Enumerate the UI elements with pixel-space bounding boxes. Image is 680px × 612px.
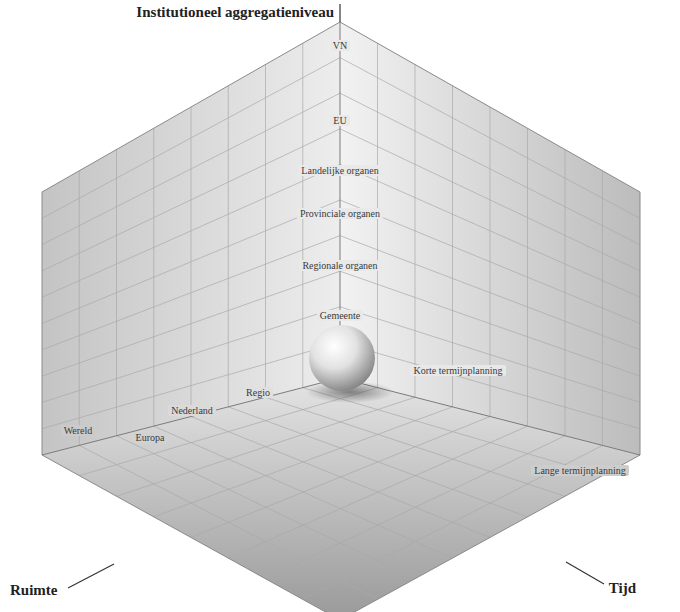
left-wall	[42, 22, 340, 455]
grid-line	[42, 236, 340, 350]
axis-stub	[566, 562, 604, 584]
grid-line	[340, 93, 640, 244]
grid-line	[191, 417, 490, 538]
tick-label: Nederland	[168, 405, 216, 416]
grid-lines	[42, 43, 640, 599]
sphere	[309, 325, 375, 391]
tick-label: Gemeente	[317, 310, 364, 321]
space-axis	[42, 378, 340, 455]
grid-line	[340, 236, 640, 350]
grid-line	[117, 397, 416, 496]
tick-label: Korte termijnplanning	[410, 365, 505, 376]
tick-label: Europa	[133, 432, 168, 443]
grid-line	[340, 200, 640, 324]
grid-line	[154, 407, 453, 517]
grid-line	[340, 129, 640, 271]
tick-label: EU	[330, 115, 349, 126]
tick-label: Lange termijnplanning	[531, 465, 628, 476]
axis-stub	[339, 4, 340, 22]
axis-title: Ruimte	[10, 582, 58, 599]
grid-line	[42, 93, 340, 244]
grid-line	[340, 58, 640, 219]
tick-label: Provinciale organen	[297, 208, 383, 219]
grid-line	[340, 164, 640, 297]
grid-line	[191, 417, 490, 538]
grid-line	[42, 58, 340, 219]
floor	[42, 378, 640, 612]
vertical-axis	[340, 22, 341, 378]
grid-line	[42, 307, 340, 403]
tick-label: Regio	[243, 387, 273, 398]
cube-edge	[42, 22, 640, 612]
tick-label: Landelijke organen	[298, 165, 381, 176]
grid-line	[340, 271, 640, 376]
axis-title: Tijd	[609, 580, 636, 597]
axis-stub	[68, 564, 114, 588]
tick-label: Wereld	[61, 425, 96, 436]
grid-line	[266, 436, 566, 579]
grid-line	[42, 271, 340, 376]
grid-line	[42, 200, 340, 324]
axis-title: Institutioneel aggregatieniveau	[136, 4, 334, 21]
grid-line	[42, 129, 340, 271]
grid-line	[42, 164, 340, 297]
tick-label: Regionale organen	[299, 260, 380, 271]
tick-label: VN	[330, 40, 350, 51]
grid-line	[228, 426, 527, 558]
grid-line	[42, 342, 340, 428]
